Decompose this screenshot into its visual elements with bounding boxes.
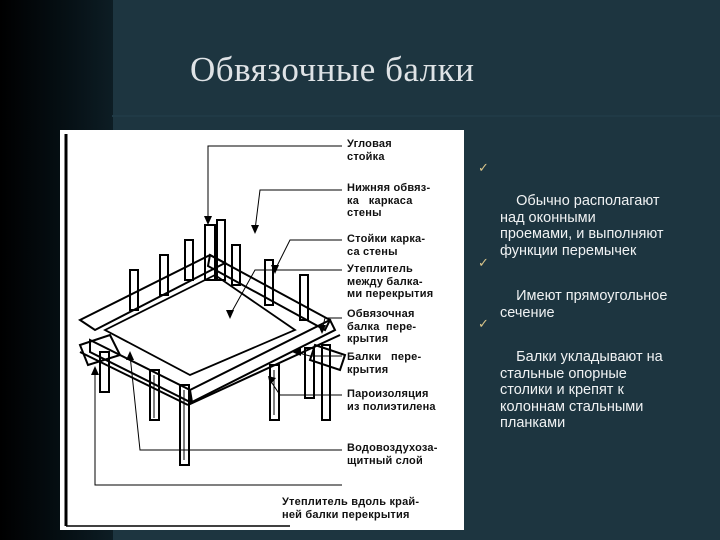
bullet-text: Имеют прямоугольное сечение [500, 288, 668, 321]
bullet-item: ✓ Имеют прямоугольное сечение [478, 255, 667, 338]
callout-vapor-barrier: Пароизоляция из полиэтилена [347, 388, 436, 413]
callout-bottom-plate: Нижняя обвяз- ка каркаса стены [347, 182, 431, 219]
check-mark-icon: ✓ [478, 160, 489, 175]
callout-rim-beam: Обвязочная балка пере- крытия [347, 308, 417, 345]
title-divider [112, 115, 720, 117]
beam-diagram: Угловая стойка Нижняя обвяз- ка каркаса … [60, 130, 464, 530]
bullet-item: ✓ Балки укладывают на стальные опорные с… [478, 316, 663, 448]
callout-weather-barrier: Водовоздухоза- щитный слой [347, 442, 438, 467]
check-mark-icon: ✓ [478, 316, 489, 331]
slide-title: Обвязочные балки [190, 50, 475, 89]
callout-wall-studs: Стойки карка- са стены [347, 233, 426, 258]
callout-rim-insulation: Утеплитель вдоль край- ней балки перекры… [282, 496, 420, 521]
bullet-text: Обычно располагают над оконными проемами… [500, 193, 664, 259]
callout-insulation-between-joists: Утеплитель между балка- ми перекрытия [347, 263, 434, 300]
callout-corner-post: Угловая стойка [347, 138, 392, 163]
check-mark-icon: ✓ [478, 255, 489, 270]
bullet-item: ✓ Обычно располагают над оконными проема… [478, 160, 664, 276]
callout-floor-joists: Балки пере- крытия [347, 351, 422, 376]
beam-drawing [64, 134, 347, 527]
bullet-text: Балки укладывают на стальные опорные сто… [500, 349, 663, 431]
